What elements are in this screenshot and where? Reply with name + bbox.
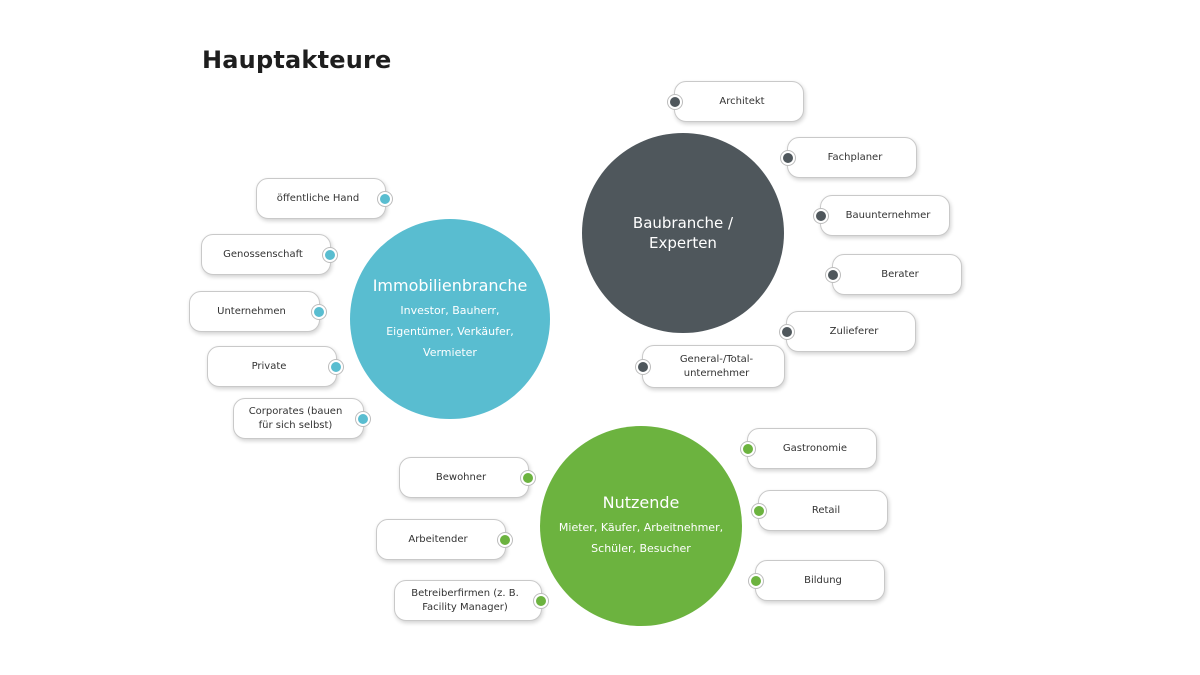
node-label: öffentliche Hand	[276, 192, 360, 204]
connector-dot-icon	[752, 503, 766, 518]
node-label: Berater	[881, 268, 919, 280]
node-label: Private	[251, 360, 287, 372]
connector-dot-icon	[741, 441, 755, 456]
node-corporates: Corporates (bauen für sich selbst)	[233, 398, 370, 439]
connector-dot-icon	[668, 94, 682, 109]
connector-dot-icon	[636, 359, 650, 374]
hub-title-baubranche: Baubranche / Experten	[632, 214, 734, 252]
connector-dot-icon	[534, 593, 548, 608]
node-betreiberfirmen: Betreiberfirmen (z. B. Facility Manager)	[394, 580, 548, 621]
node-zulieferer: Zulieferer	[780, 311, 916, 352]
connector-dot-icon	[378, 191, 392, 206]
node-unternehmen: Unternehmen	[189, 291, 326, 332]
node-genossenschaft: Genossenschaft	[201, 234, 337, 275]
hub-title-immobilienbranche: Immobilienbranche	[372, 275, 528, 295]
connector-dot-icon	[781, 150, 795, 165]
node-bauunternehmer: Bauunternehmer	[814, 195, 950, 236]
connector-dot-icon	[329, 359, 343, 374]
node-label: Corporates (bauen für sich selbst)	[248, 405, 343, 431]
hub-baubranche: Baubranche / Experten	[582, 133, 784, 333]
node-label: Bildung	[804, 574, 842, 586]
node-bewohner: Bewohner	[399, 457, 535, 498]
node-label: Gastronomie	[782, 442, 848, 454]
connector-dot-icon	[498, 532, 512, 547]
hub-title-nutzende: Nutzende	[602, 493, 680, 512]
node-label: Betreiberfirmen (z. B. Facility Manager)	[411, 587, 519, 613]
node-oeffentliche-hand: öffentliche Hand	[256, 178, 392, 219]
node-label: Bewohner	[435, 471, 487, 483]
node-architekt: Architekt	[668, 81, 804, 122]
connector-dot-icon	[749, 573, 763, 588]
connector-dot-icon	[826, 267, 840, 282]
node-label: Retail	[811, 504, 841, 516]
hub-nutzende: Nutzende Mieter, Käufer, Arbeitnehmer, S…	[540, 426, 742, 626]
node-label: General-/Total- unternehmer	[679, 353, 754, 379]
node-private: Private	[207, 346, 343, 387]
node-general-totalunternehmer: General-/Total- unternehmer	[636, 345, 785, 388]
node-label: Fachplaner	[827, 151, 883, 163]
hub-immobilienbranche: Immobilienbranche Investor, Bauherr, Eig…	[350, 219, 550, 419]
node-label: Genossenschaft	[223, 248, 303, 260]
node-label: Arbeitender	[408, 533, 468, 545]
connector-dot-icon	[312, 304, 326, 319]
node-fachplaner: Fachplaner	[781, 137, 917, 178]
node-berater: Berater	[826, 254, 962, 295]
node-label: Zulieferer	[829, 325, 879, 337]
connector-dot-icon	[323, 247, 337, 262]
hub-subtitle-immobilienbranche: Investor, Bauherr, Eigentümer, Verkäufer…	[386, 303, 514, 359]
page-title: Hauptakteure	[202, 46, 392, 74]
connector-dot-icon	[780, 324, 794, 339]
node-retail: Retail	[752, 490, 888, 531]
node-label: Unternehmen	[217, 305, 286, 317]
connector-dot-icon	[521, 470, 535, 485]
connector-dot-icon	[814, 208, 828, 223]
connector-dot-icon	[356, 411, 370, 426]
node-arbeitender: Arbeitender	[376, 519, 512, 560]
node-gastronomie: Gastronomie	[741, 428, 877, 469]
node-bildung: Bildung	[749, 560, 885, 601]
hub-subtitle-nutzende: Mieter, Käufer, Arbeitnehmer, Schüler, B…	[558, 521, 724, 555]
node-label: Bauunternehmer	[845, 209, 931, 221]
node-label: Architekt	[719, 95, 765, 107]
